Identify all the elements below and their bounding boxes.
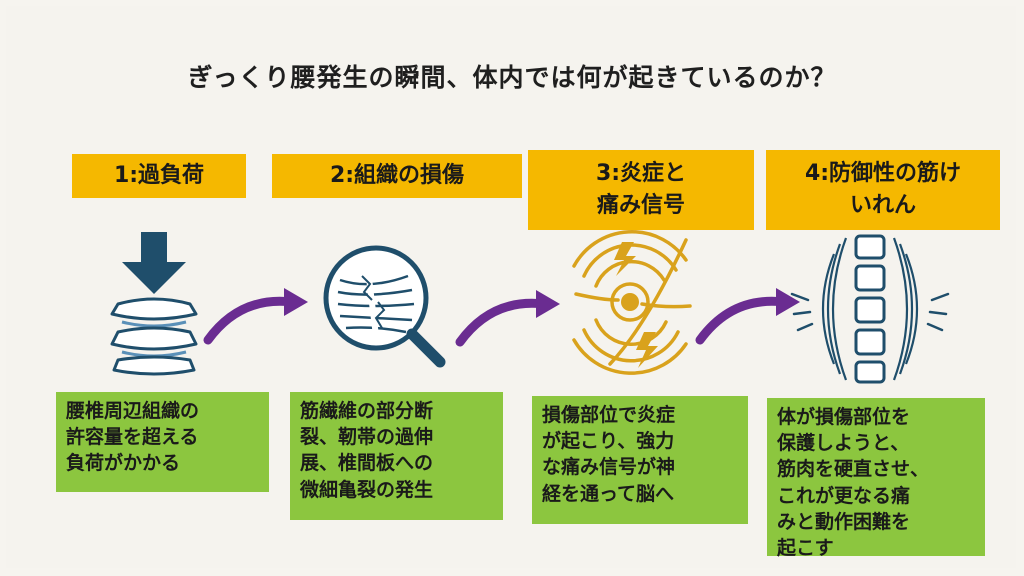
step-3-header: 3:炎症と 痛み信号 [528, 150, 754, 230]
step-1-label: 1:過負荷 [113, 163, 205, 189]
step-2-label: 2:組織の損傷 [329, 163, 465, 189]
step-2-header: 2:組織の損傷 [272, 154, 522, 198]
step-3-label: 3:炎症と 痛み信号 [595, 161, 687, 218]
spine-pressure-icon [110, 232, 198, 376]
step-4-description: 体が損傷部位を 保護しようと、 筋肉を硬直させ、 これが更なる痛 みと動作困難を… [767, 398, 985, 559]
step-1-header: 1:過負荷 [72, 154, 246, 198]
muscle-spasm-spine-icon [790, 234, 950, 384]
step-3-description: 損傷部位で炎症 が起こり、強力 な痛み信号が神 経を通って脳へ [532, 396, 748, 524]
page-title: ぎっくり腰発生の瞬間、体内では何が起きているのか？ [187, 63, 837, 92]
inflammation-signal-icon [572, 230, 692, 375]
flow-arrow-1 [203, 288, 308, 345]
flow-arrow-3 [695, 288, 800, 345]
flow-arrow-2 [455, 290, 560, 347]
torn-fiber-magnifier-icon [323, 245, 446, 368]
step-4-header: 4:防御性の筋け いれん [766, 150, 1000, 230]
step-1-description: 腰椎周辺組織の 許容量を超える 負荷がかかる [56, 392, 269, 492]
step-2-description: 筋繊維の部分断 裂、靭帯の過伸 展、椎間板への 微細亀裂の発生 [290, 392, 503, 520]
step-4-label: 4:防御性の筋け いれん [804, 161, 962, 218]
